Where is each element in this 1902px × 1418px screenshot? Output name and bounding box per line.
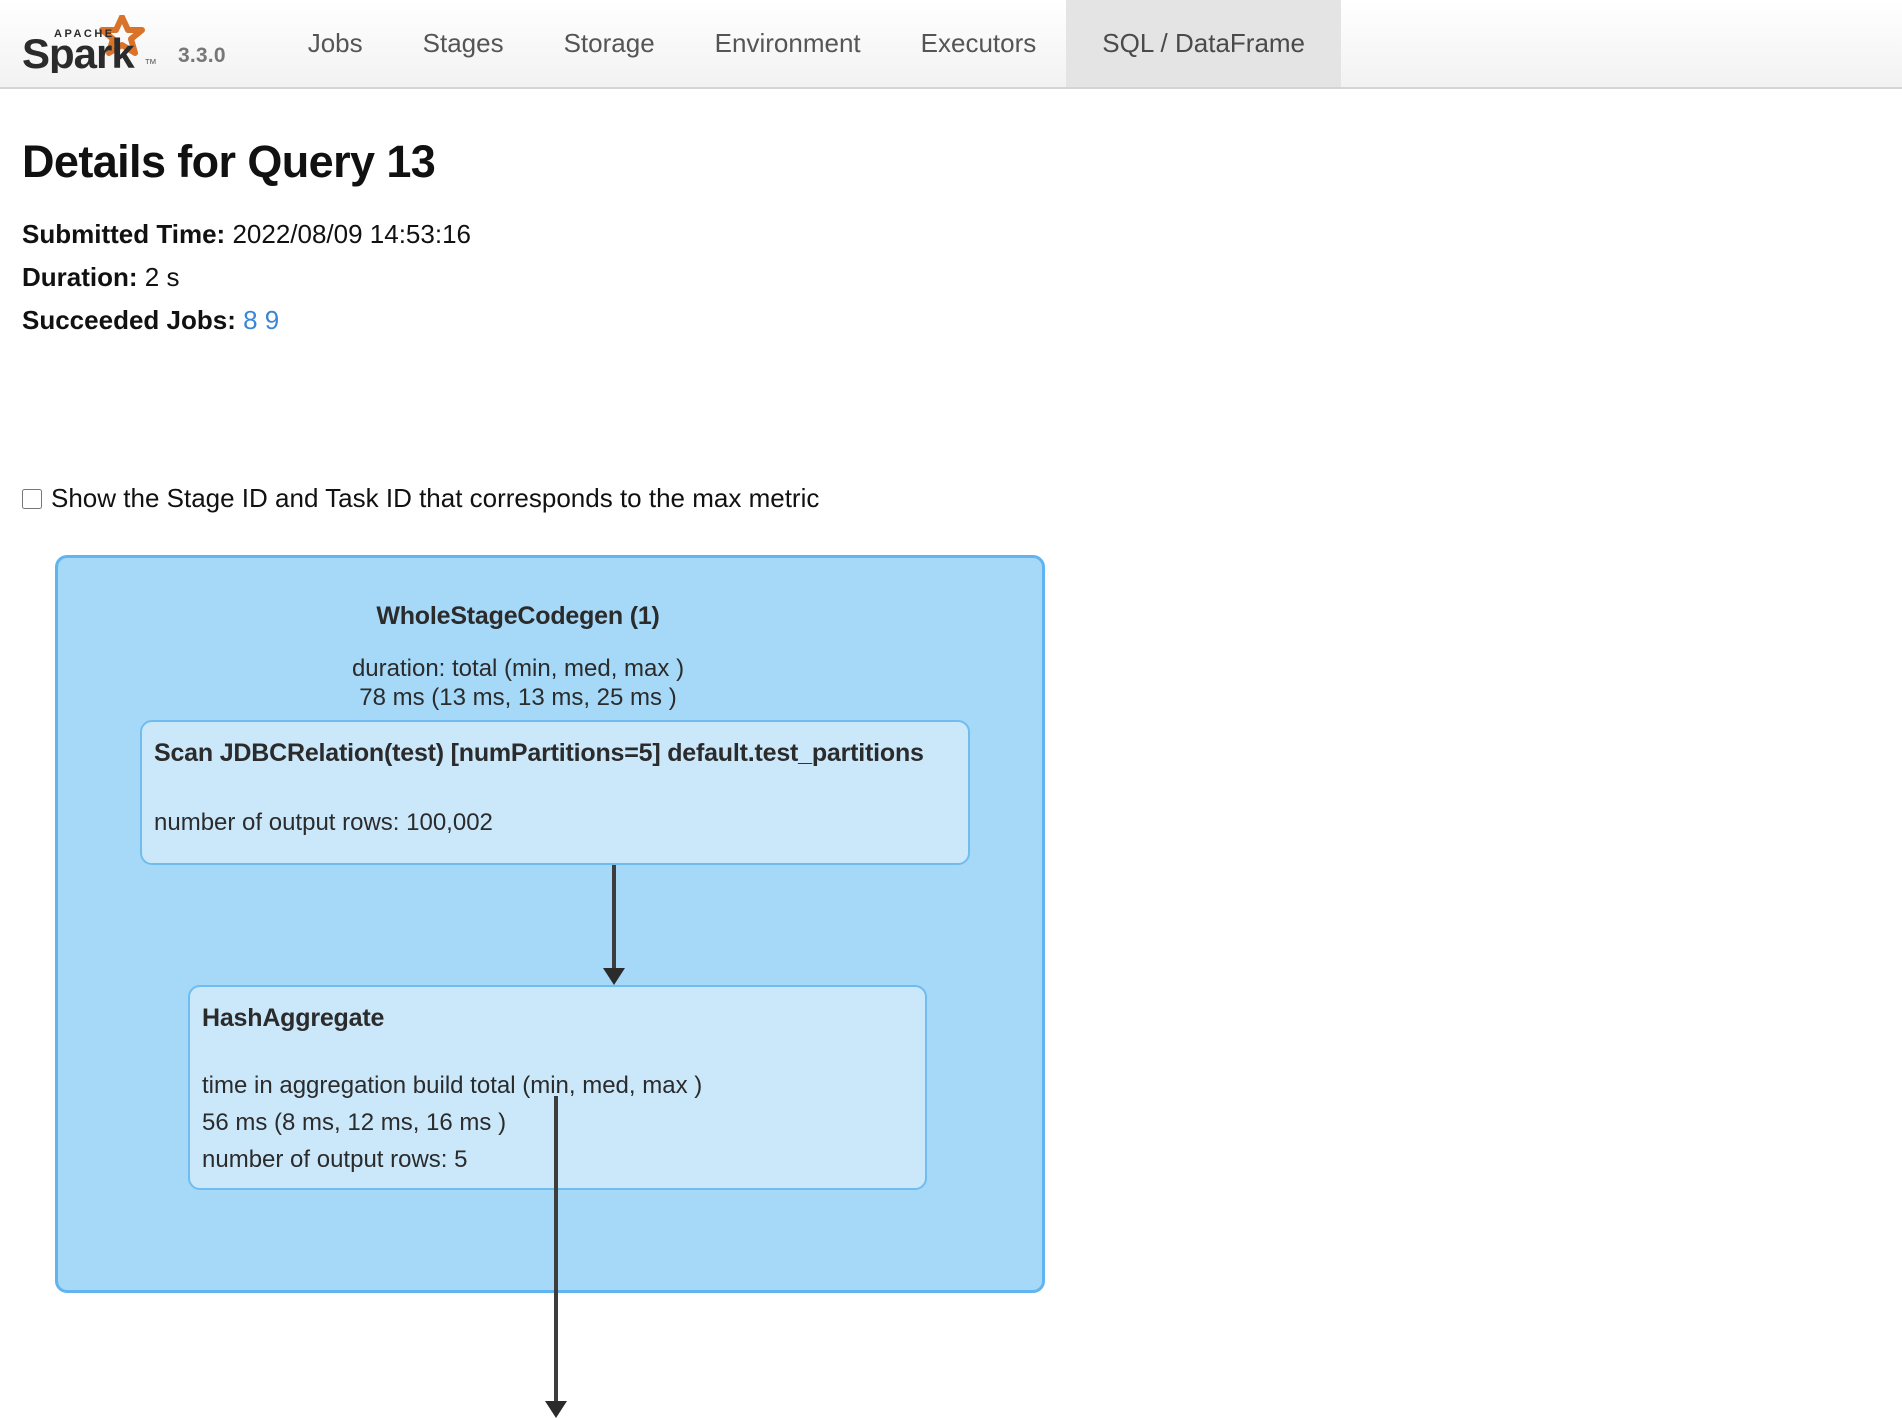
svg-text:APACHE: APACHE <box>54 28 115 40</box>
summary-row-succeeded-jobs: Succeeded Jobs: 8 9 <box>22 299 471 342</box>
page-title: Details for Query 13 <box>22 136 436 187</box>
nav-tab-storage[interactable]: Storage <box>563 28 655 58</box>
edge-scan-to-hashaggregate-arrow-icon <box>603 865 625 985</box>
nav-tab-executors[interactable]: Executors <box>920 28 1037 58</box>
plan-node-scan-metrics: number of output rows: 100,002 <box>154 808 493 836</box>
edge-hashaggregate-to-next-arrow-icon <box>545 1096 567 1418</box>
nav-tab-sql-dataframe[interactable]: SQL / DataFrame <box>1066 0 1342 87</box>
edge-arrowhead <box>603 968 625 985</box>
show-stage-task-id-row[interactable]: Show the Stage ID and Task ID that corre… <box>22 483 819 514</box>
edge-arrowhead <box>545 1401 567 1418</box>
brand-logo-area[interactable]: APACHE Spark ™ 3.3.0 <box>0 0 226 87</box>
nav-tab-stages[interactable]: Stages <box>422 28 504 58</box>
plan-node-scan-title: Scan JDBCRelation(test) [numPartitions=5… <box>154 739 924 767</box>
svg-text:™: ™ <box>144 56 157 71</box>
main-nav-tabs: Jobs Stages Storage Environment Executor… <box>278 0 1342 87</box>
wholestagecodegen-cluster[interactable]: WholeStageCodegen (1) duration: total (m… <box>55 555 1045 1293</box>
show-max-metric-checkbox[interactable] <box>22 488 42 509</box>
succeeded-jobs-label: Succeeded Jobs: <box>22 305 236 335</box>
wholestagecodegen-metrics: duration: total (min, med, max ) 78 ms (… <box>351 655 685 711</box>
submitted-time-value: 2022/08/09 14:53:16 <box>232 219 471 249</box>
plan-node-hashaggregate-metrics: time in aggregation build total (min, me… <box>202 1071 703 1173</box>
sql-plan-visualization: WholeStageCodegen (1) duration: total (m… <box>0 464 1902 1418</box>
show-max-metric-label[interactable]: Show the Stage ID and Task ID that corre… <box>51 483 820 513</box>
submitted-time-label: Submitted Time: <box>22 219 226 249</box>
spark-version-label: 3.3.0 <box>178 44 226 67</box>
svg-text:Spark: Spark <box>22 30 135 73</box>
nav-tab-jobs[interactable]: Jobs <box>307 28 363 58</box>
apache-spark-logo-icon[interactable]: APACHE Spark ™ <box>18 15 168 73</box>
duration-label: Duration: <box>22 262 138 292</box>
succeeded-job-link-8[interactable]: 8 <box>243 305 258 335</box>
wholestagecodegen-title: WholeStageCodegen (1) <box>376 602 660 630</box>
summary-row-submitted-time: Submitted Time: 2022/08/09 14:53:16 <box>22 213 471 256</box>
wholestagecodegen-header: WholeStageCodegen (1) duration: total (m… <box>58 604 1042 712</box>
edge-shaft <box>612 865 616 968</box>
summary-row-duration: Duration: 2 s <box>22 256 471 299</box>
succeeded-job-link-9[interactable]: 9 <box>264 305 280 335</box>
plan-node-hashaggregate[interactable]: HashAggregate time in aggregation build … <box>188 985 927 1190</box>
top-navbar: APACHE Spark ™ 3.3.0 Jobs Stages Storage… <box>0 0 1902 89</box>
duration-value: 2 s <box>144 262 180 292</box>
nav-tab-environment[interactable]: Environment <box>714 28 861 58</box>
query-summary: Submitted Time: 2022/08/09 14:53:16 Dura… <box>22 213 471 342</box>
plan-node-hashaggregate-title: HashAggregate <box>202 1004 385 1032</box>
edge-shaft <box>554 1096 558 1401</box>
plan-node-scan-jdbcrelation[interactable]: Scan JDBCRelation(test) [numPartitions=5… <box>140 720 970 865</box>
